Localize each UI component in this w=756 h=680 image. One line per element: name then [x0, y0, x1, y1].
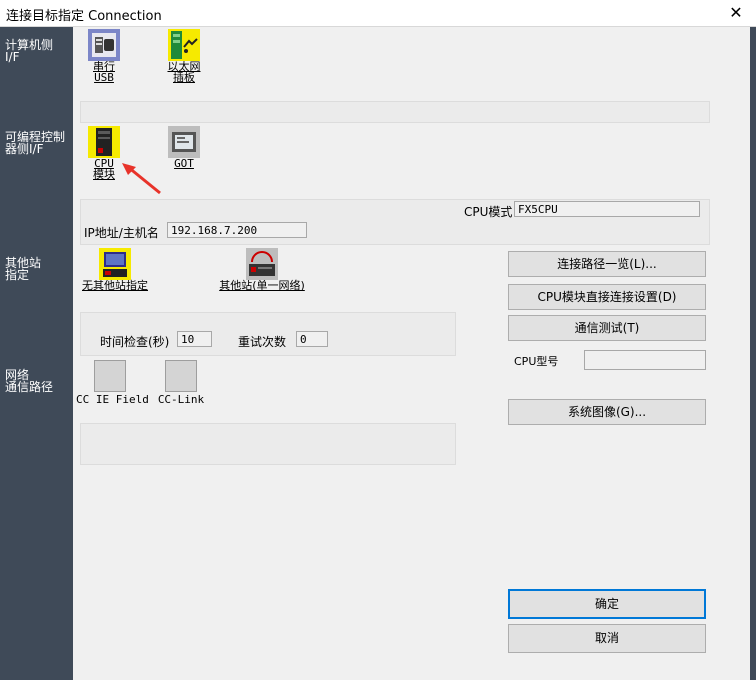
category-computer-if: 计算机侧 I/F [5, 39, 53, 63]
no-other-station-option[interactable]: 无其他站指定 [78, 248, 152, 291]
ip-address-label: IP地址/主机名 [84, 226, 159, 240]
category-other-station: 其他站 指定 [5, 257, 41, 281]
cpu-type-field [584, 350, 706, 370]
icon-label: CC-Link [157, 393, 205, 406]
category-label-line1: 网络 [5, 368, 30, 382]
category-label-line2: 指定 [5, 268, 30, 282]
system-image-button[interactable]: 系统图像(G)... [508, 399, 706, 425]
timeout-input[interactable]: 10 [177, 331, 212, 347]
icon-label: 插板 [173, 71, 195, 84]
icon-label: CPU [94, 157, 114, 170]
timeout-label: 时间检查(秒) [100, 335, 170, 349]
cc-ie-field-icon [94, 360, 126, 392]
pc-side-detail-panel [80, 101, 710, 123]
cpu-module-option[interactable]: CPU 模块 [86, 126, 122, 180]
category-label-line2: 通信路径 [5, 380, 54, 394]
timeout-panel [80, 312, 456, 356]
icon-label: USB [94, 71, 114, 84]
title-bar: 连接目标指定 Connection ✕ [0, 0, 756, 27]
got-icon [168, 126, 200, 158]
serial-usb-icon [88, 29, 120, 61]
icon-label: 以太网 [167, 60, 201, 73]
category-label-line1: 可编程控制 [5, 130, 66, 144]
annotation-arrow-icon [122, 163, 161, 195]
icon-label: GOT [174, 157, 194, 170]
cancel-button[interactable]: 取消 [508, 624, 706, 653]
category-label-line1: 计算机侧 [5, 38, 54, 52]
cc-link-option[interactable]: CC-Link [156, 360, 206, 405]
ethernet-board-option[interactable]: 以太网 插板 [162, 29, 206, 83]
retry-input[interactable]: 0 [296, 331, 328, 347]
retry-label: 重试次数 [238, 335, 287, 349]
close-icon[interactable]: ✕ [729, 3, 743, 22]
cc-ie-field-option[interactable]: CC IE Field [76, 360, 149, 406]
serial-usb-option[interactable]: 串行 USB [84, 29, 124, 83]
cpu-mode-label: CPU模式 [464, 205, 513, 219]
icon-label: CC IE Field [76, 393, 149, 406]
direct-connect-button[interactable]: CPU模块直接连接设置(D) [508, 284, 706, 310]
route-list-button[interactable]: 连接路径一览(L)... [508, 251, 706, 277]
icon-label: 模块 [93, 168, 115, 181]
cpu-type-label: CPU型号 [514, 355, 559, 368]
other-station-single-icon [246, 248, 278, 280]
cc-link-icon [165, 360, 197, 392]
window-title: 连接目标指定 Connection [6, 9, 162, 24]
icon-label: 无其他站指定 [82, 279, 148, 292]
other-station-single-option[interactable]: 其他站(单一网络) [212, 248, 312, 291]
category-label-line1: 其他站 [5, 256, 42, 270]
no-other-station-icon [99, 248, 131, 280]
cpu-module-icon [88, 126, 120, 158]
ok-button[interactable]: 确定 [508, 589, 706, 619]
category-sidebar: 计算机侧 I/F 可编程控制 器侧I/F 其他站 指定 网络 通信路径 [0, 27, 73, 680]
category-plc-if: 可编程控制 器侧I/F [5, 131, 65, 155]
category-label-line2: I/F [5, 50, 20, 64]
icon-label: 串行 [93, 60, 115, 73]
got-option[interactable]: GOT [166, 126, 202, 169]
ethernet-board-icon [168, 29, 200, 61]
window-right-edge [750, 27, 756, 680]
comm-test-button[interactable]: 通信测试(T) [508, 315, 706, 341]
icon-label: 其他站(单一网络) [219, 279, 305, 292]
network-detail-panel [80, 423, 456, 465]
cpu-mode-field[interactable]: FX5CPU [514, 201, 700, 217]
category-label-line2: 器侧I/F [5, 142, 44, 156]
category-network-route: 网络 通信路径 [5, 369, 53, 393]
ip-address-input[interactable]: 192.168.7.200 [167, 222, 307, 238]
